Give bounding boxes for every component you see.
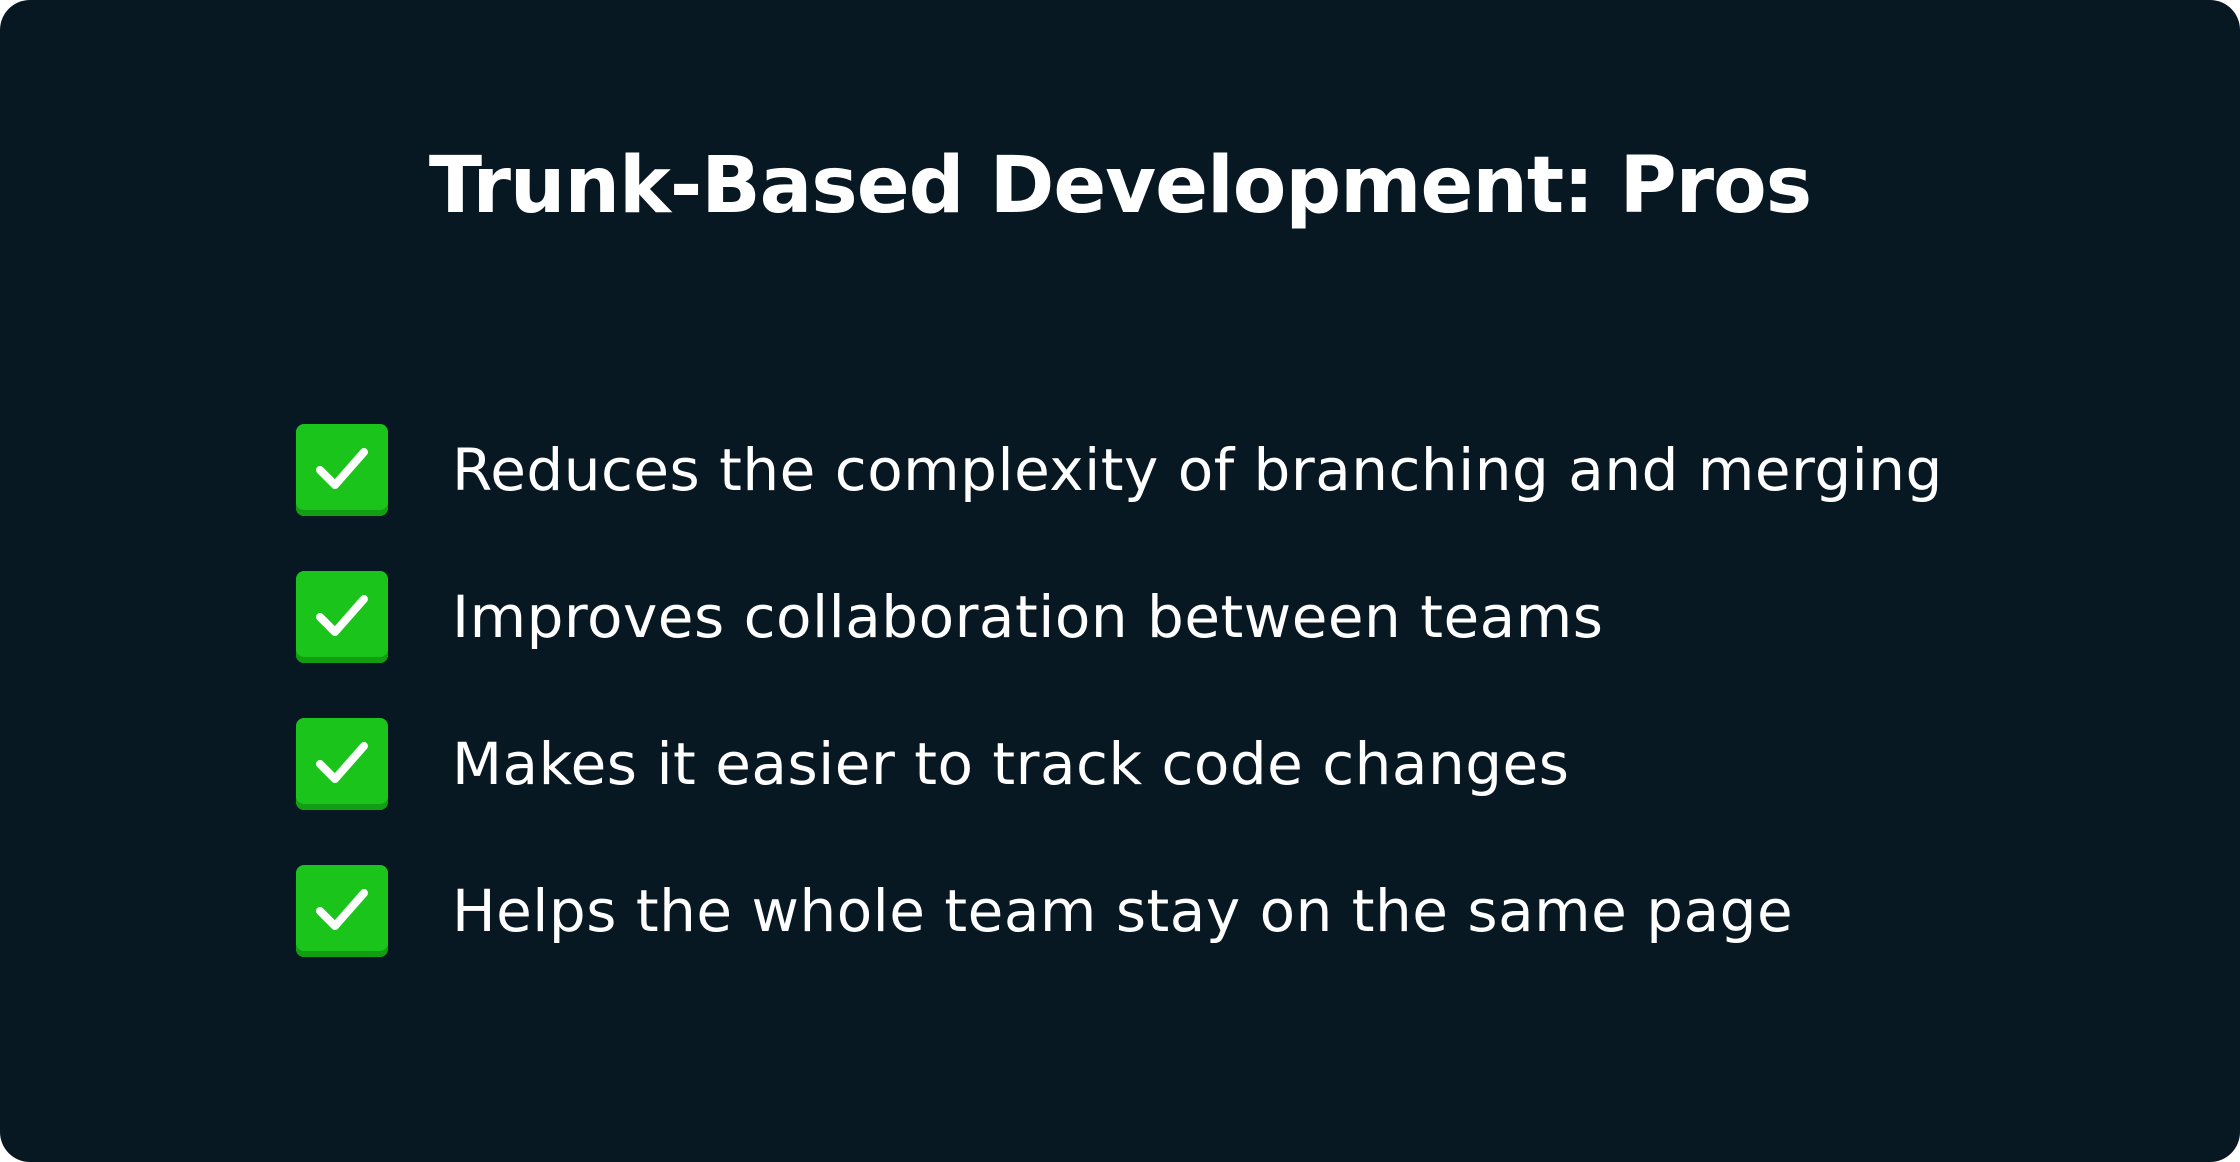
list-item: Reduces the complexity of branching and …	[296, 424, 2096, 516]
list-item: Helps the whole team stay on the same pa…	[296, 865, 2096, 957]
check-mark-icon	[296, 424, 388, 516]
check-mark-icon	[296, 865, 388, 957]
list-item: Makes it easier to track code changes	[296, 718, 2096, 810]
pro-text: Makes it easier to track code changes	[452, 730, 1570, 798]
check-mark-icon	[296, 571, 388, 663]
pros-list: Reduces the complexity of branching and …	[296, 424, 2096, 1012]
pro-text: Reduces the complexity of branching and …	[452, 436, 1943, 504]
check-mark-icon	[296, 718, 388, 810]
pro-text: Helps the whole team stay on the same pa…	[452, 877, 1794, 945]
page-title: Trunk-Based Development: Pros	[428, 141, 1812, 231]
list-item: Improves collaboration between teams	[296, 571, 2096, 663]
pro-text: Improves collaboration between teams	[452, 583, 1604, 651]
